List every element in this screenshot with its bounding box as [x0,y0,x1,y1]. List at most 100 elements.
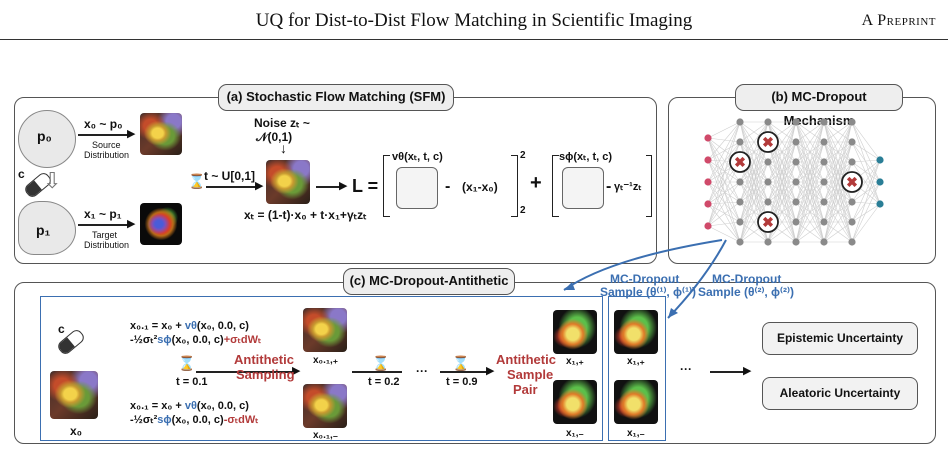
network-edge [707,141,741,161]
pair-label-1: Antithetic [496,352,556,367]
target-cell-image [140,203,182,245]
network-edge [823,121,853,243]
network-edge [795,201,825,243]
network-node [876,178,884,186]
network-edge [739,141,769,243]
network-edge [707,121,741,161]
network-node [876,156,884,164]
network-node [704,200,712,208]
network-edge [795,121,825,163]
network-node [792,178,800,186]
bracket-right-s [646,155,652,217]
aleatoric-uncertainty-box: Aleatoric Uncertainty [762,377,918,410]
antithetic-label-1: Antithetic [234,352,294,367]
noise-label-1: Noise zₜ ~ [254,116,310,130]
network-edge [851,159,881,223]
network-edge [851,203,881,243]
network-node [736,178,744,186]
network-edge [823,181,853,243]
eq-minus-line-2: -½σₜ²sϕ(x₀, 0.0, c)-σₜdWₜ [130,414,259,426]
x0-sample-label: x₀ ~ p₀ [84,117,123,131]
network-node [820,198,828,206]
x1-minus-image [553,380,597,424]
network-node [848,138,856,146]
eq-minus-line-1: x₀.₁ = x₀ + vθ(x₀, 0.0, c) [130,400,249,412]
x1-plus-label: x₁,₊ [566,356,584,367]
xt-arrowhead: ▶ [255,180,264,192]
network-edge [795,121,825,243]
arrow-to-target-img [78,224,130,226]
x1-plus-label-b: x₁,₊ [627,356,645,367]
s-phi-label: sϕ(xₜ, t, c) [559,151,613,163]
network-node [848,158,856,166]
x1-minus-label: x₁,₋ [566,428,584,439]
network-edge [795,121,825,203]
arrow-t01 [196,371,294,373]
panel-a-label: (a) Stochastic Flow Matching (SFM) [218,84,454,111]
condition-c-label: c [18,167,25,181]
sq-1-bottom: 2 [520,205,526,216]
x1-plus-image-b [614,310,658,354]
loss-label: L = [352,176,379,196]
arrow-to-xt [206,186,258,188]
network-edge [707,121,741,139]
sample-1-frame [40,296,603,441]
source-arrowhead: ▶ [127,128,136,140]
network-edge [707,121,741,183]
target-arrowhead: ▶ [127,218,136,230]
network-edge [851,141,881,205]
network-edge [795,121,825,143]
paper-running-title: UQ for Dist-to-Dist Flow Matching in Sci… [255,10,693,31]
v-target-term: (x₁-x₀) [462,180,498,194]
epistemic-uncertainty-box: Epistemic Uncertainty [762,322,918,355]
network-edge [851,161,881,183]
s-target-term: γₜ⁻¹zₜ [614,181,642,193]
network-edge [795,121,825,183]
dropout-ring [757,131,779,153]
header-rule [0,39,948,40]
arrow-t02 [352,371,402,373]
network-node [764,178,772,186]
network-node [792,118,800,126]
network-edge [707,181,741,203]
network-edge [707,181,741,243]
network-edge [707,137,741,183]
network-node [704,222,712,230]
network-edge [767,121,797,183]
t-sample-label: t ~ U[0,1] [204,169,256,183]
arrow-t09 [440,371,488,373]
network-node [792,158,800,166]
network-edge [739,121,769,183]
network-edge [851,181,881,223]
dropout-ring [729,151,751,173]
dropout-x-icon: ✖ [762,214,774,230]
network-edge [823,121,853,143]
network-edge [851,159,881,163]
network-edge [851,159,881,203]
xt-equation: xₜ = (1-t)·x₀ + t·x₁+γₜzₜ [244,208,367,222]
ellipsis-right: ··· [680,362,692,376]
network-edge [851,201,881,205]
network-edge [707,159,741,243]
condition-c-label-c: c [58,322,65,336]
dropout-x-icon: ✖ [734,154,746,170]
network-edge [739,201,769,243]
network-edge [767,121,797,203]
network-node [876,200,884,208]
network-node [764,238,772,246]
network-edge [707,201,741,227]
t02-label: t = 0.2 [368,376,400,388]
target-label-2: Distribution [84,240,130,250]
arrowhead-t01: ▶ [292,365,301,377]
minus-sign-2: - [606,178,612,195]
source-distribution-shape [18,110,76,168]
network-edge [707,221,741,227]
panel-c [14,282,936,444]
x01-minus-image [303,384,347,428]
mc-sample-2-l2: Sample (θ⁽²⁾, ϕ⁽²⁾) [698,285,794,299]
network-edge [707,121,741,205]
arrowhead-t09: ▶ [486,365,495,377]
network-edge [707,203,741,223]
minus-sign-1: - [445,178,451,195]
hourglass-icon-t02: ⌛ [372,355,390,371]
